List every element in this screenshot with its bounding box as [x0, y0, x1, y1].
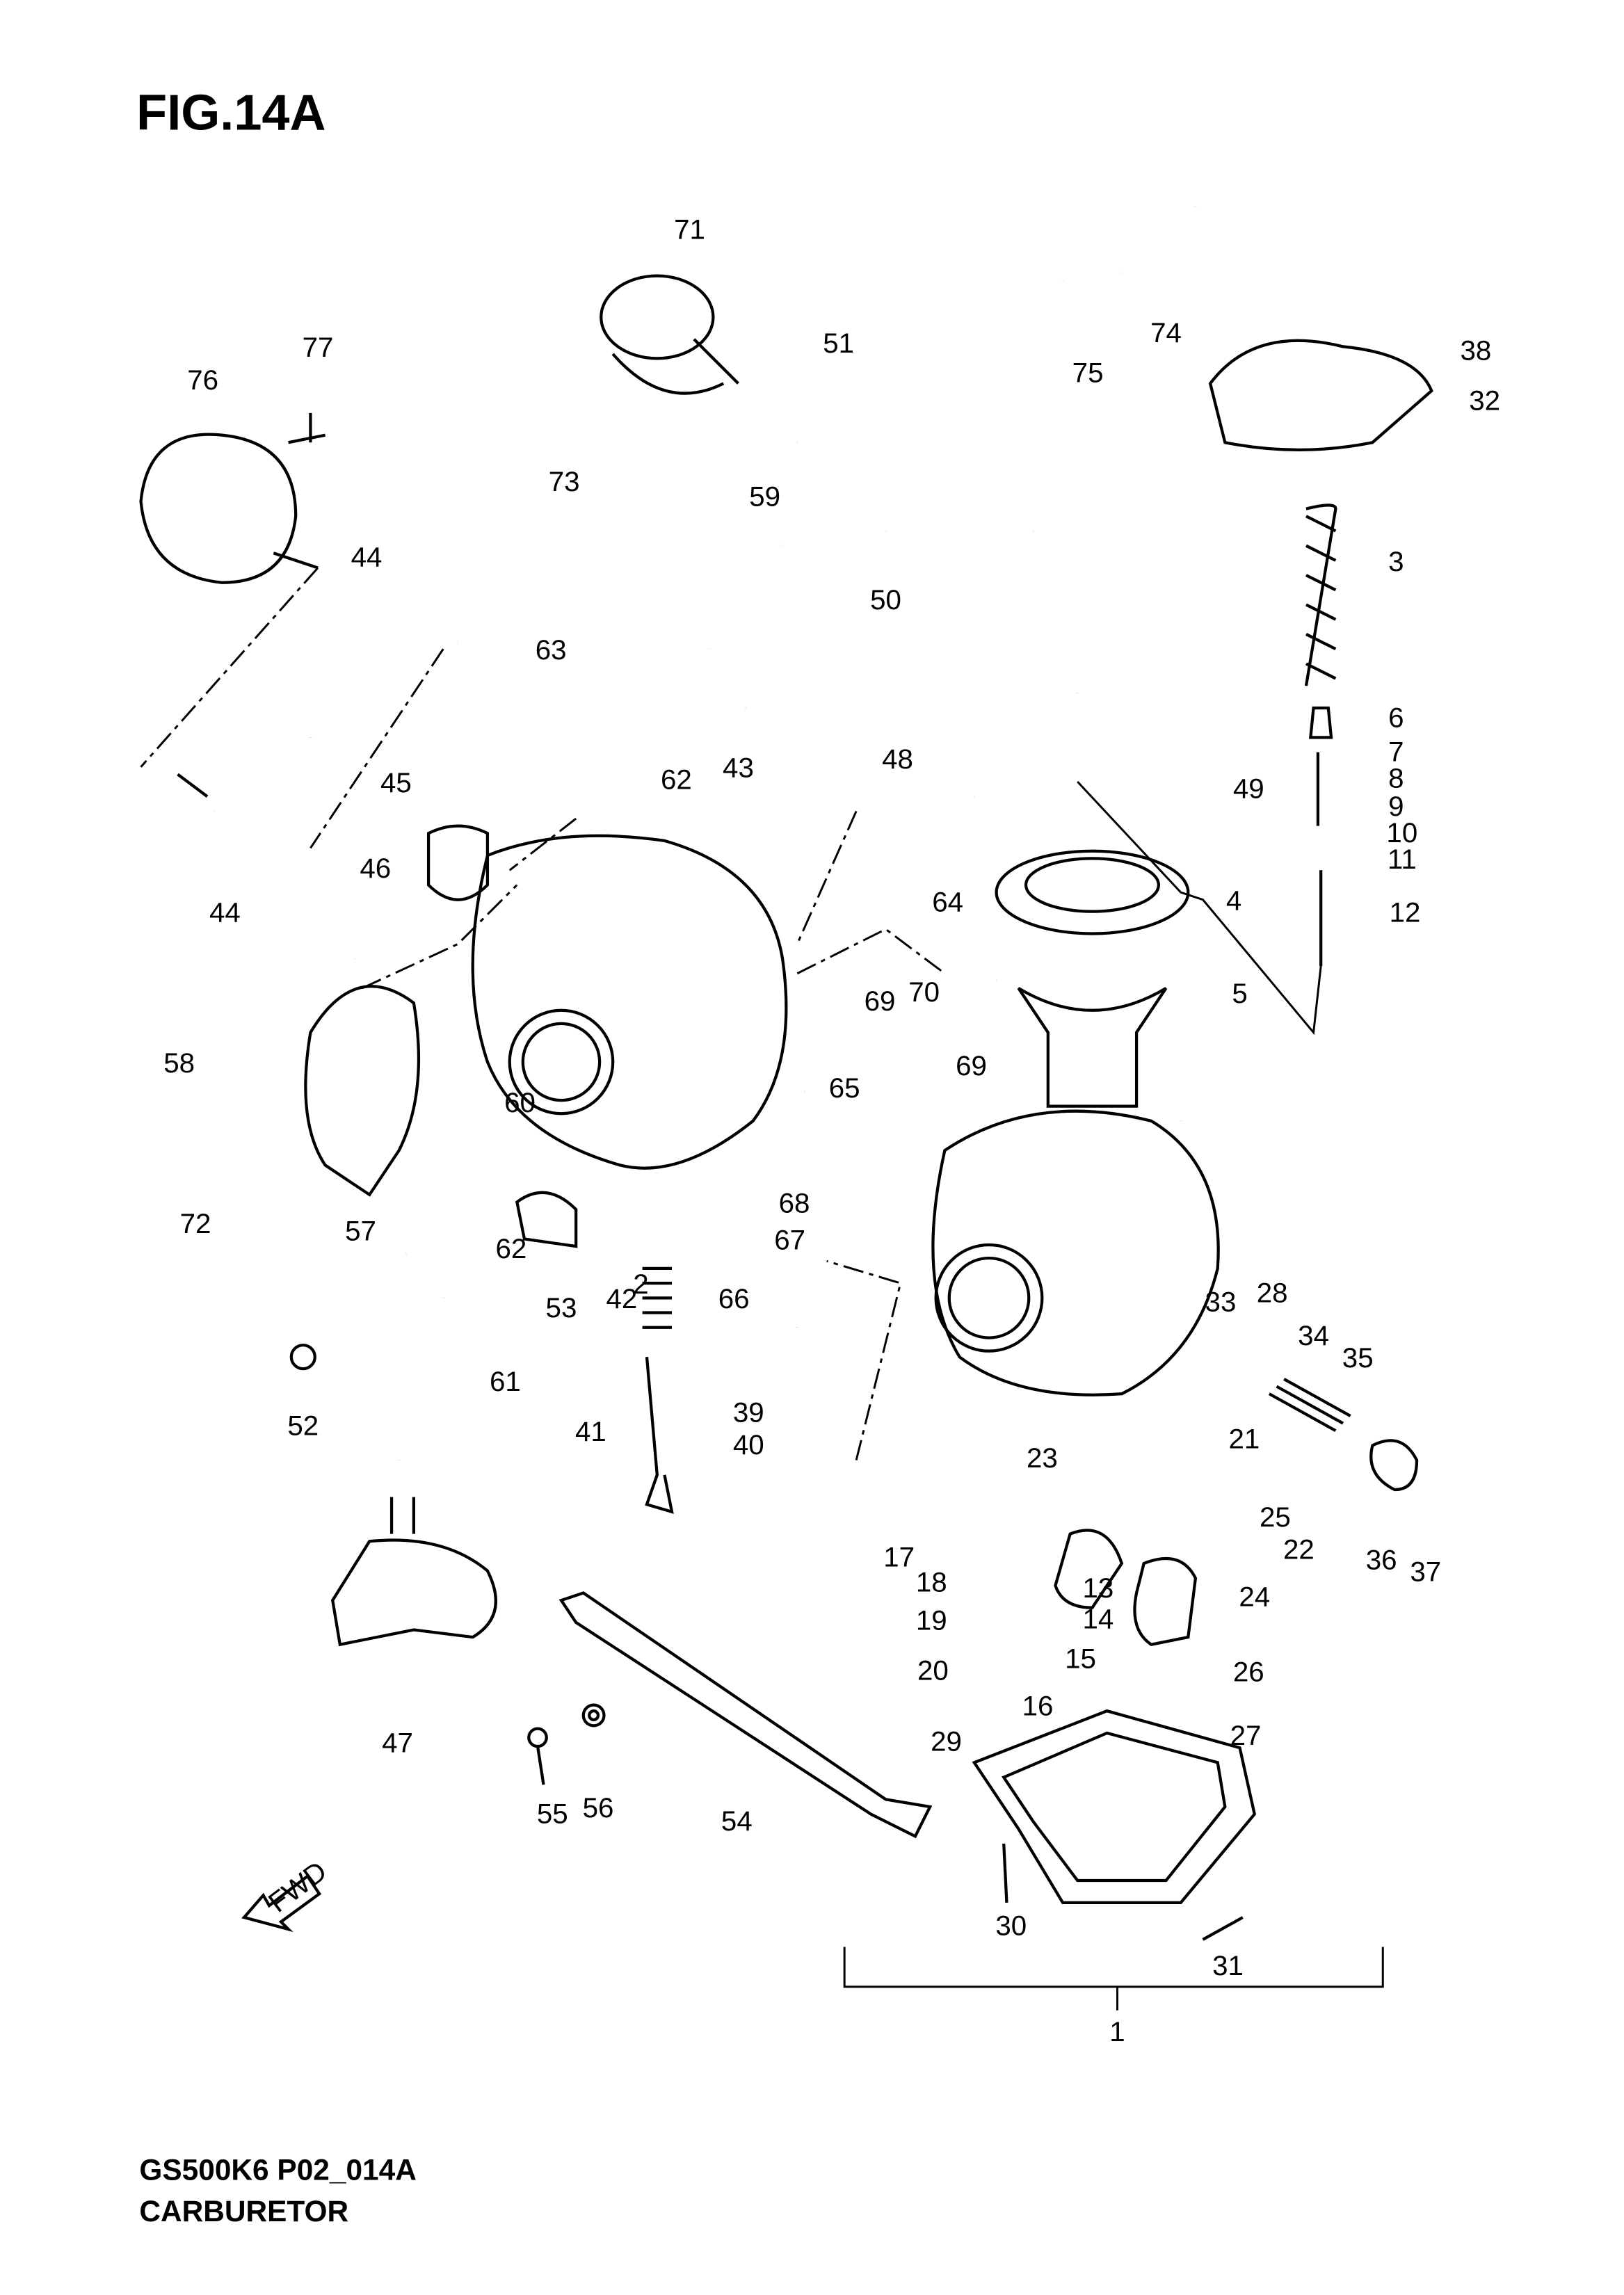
callout-51: 51: [823, 328, 854, 359]
callout-5: 5: [1232, 978, 1247, 1009]
callout-69: 69: [865, 985, 896, 1017]
callout-53: 53: [546, 1292, 577, 1323]
callout-60: 60: [504, 1087, 536, 1118]
callout-65: 65: [829, 1072, 860, 1104]
callout-67: 67: [774, 1224, 805, 1255]
callout-76: 76: [187, 364, 218, 396]
callout-14: 14: [1083, 1603, 1114, 1634]
part-drawings: [139, 204, 1433, 2011]
callout-68: 68: [779, 1187, 810, 1218]
callout-45: 45: [380, 767, 412, 798]
fwd-arrow-icon: FWD: [241, 1855, 332, 1933]
callout-63: 63: [536, 634, 567, 666]
callout-59: 59: [749, 481, 780, 512]
callout-47: 47: [382, 1728, 413, 1759]
callout-13: 13: [1083, 1572, 1114, 1604]
callout-20: 20: [917, 1655, 949, 1686]
callout-32: 32: [1469, 385, 1500, 417]
callout-57: 57: [345, 1216, 376, 1247]
callout-11: 11: [1388, 844, 1417, 875]
callout-28: 28: [1257, 1278, 1288, 1309]
callout-15: 15: [1065, 1643, 1096, 1675]
callout-31: 31: [1212, 1950, 1244, 1981]
callout-23: 23: [1027, 1442, 1058, 1474]
callout-74: 74: [1150, 317, 1182, 348]
callout-69: 69: [956, 1050, 987, 1081]
callout-75: 75: [1072, 357, 1104, 388]
callout-9: 9: [1388, 791, 1404, 822]
callout-6: 6: [1388, 702, 1404, 734]
callout-7: 7: [1388, 736, 1404, 767]
callout-77: 77: [303, 332, 334, 363]
callout-8: 8: [1388, 763, 1404, 794]
model-code: GS500K6 P02_014A: [139, 2154, 416, 2187]
callout-62: 62: [495, 1233, 526, 1264]
callout-71: 71: [674, 214, 705, 245]
callout-12: 12: [1390, 897, 1421, 928]
callout-22: 22: [1283, 1534, 1315, 1565]
callout-43: 43: [723, 752, 754, 784]
callout-72: 72: [180, 1208, 211, 1239]
callout-19: 19: [916, 1605, 947, 1636]
callout-39: 39: [733, 1396, 764, 1428]
callout-55: 55: [537, 1798, 568, 1829]
diagram-caption: CARBURETOR: [139, 2195, 348, 2228]
callout-49: 49: [1233, 773, 1264, 804]
callout-36: 36: [1366, 1545, 1397, 1576]
callout-44: 44: [209, 897, 241, 928]
callout-52: 52: [287, 1410, 319, 1442]
callout-58: 58: [163, 1047, 195, 1079]
callout-1: 1: [1109, 2016, 1125, 2047]
callout-62: 62: [661, 764, 692, 796]
callout-30: 30: [995, 1910, 1027, 1942]
callout-44: 44: [351, 541, 383, 572]
callout-26: 26: [1233, 1657, 1264, 1688]
figure-title: FIG.14A: [136, 86, 325, 141]
callout-18: 18: [916, 1566, 947, 1597]
callout-3: 3: [1388, 546, 1404, 577]
callout-48: 48: [882, 743, 913, 775]
callout-41: 41: [575, 1416, 606, 1447]
callout-4: 4: [1226, 885, 1241, 917]
callout-34: 34: [1298, 1320, 1329, 1351]
callout-16: 16: [1022, 1691, 1054, 1722]
callout-29: 29: [931, 1725, 962, 1757]
callout-37: 37: [1410, 1556, 1441, 1588]
callout-35: 35: [1342, 1342, 1374, 1374]
callout-64: 64: [932, 887, 963, 918]
callout-61: 61: [490, 1366, 521, 1397]
callout-46: 46: [360, 853, 391, 884]
callout-38: 38: [1460, 335, 1491, 366]
callout-40: 40: [733, 1429, 764, 1460]
callout-70: 70: [908, 976, 940, 1008]
callout-66: 66: [718, 1283, 750, 1314]
callout-17: 17: [883, 1541, 915, 1572]
callout-42: 42: [606, 1283, 638, 1314]
callout-54: 54: [721, 1805, 753, 1837]
callout-73: 73: [549, 466, 580, 497]
callout-24: 24: [1239, 1581, 1270, 1613]
callout-25: 25: [1260, 1501, 1291, 1533]
callout-10: 10: [1386, 817, 1417, 848]
callout-21: 21: [1228, 1424, 1260, 1455]
callout-27: 27: [1230, 1720, 1262, 1751]
callout-56: 56: [583, 1792, 614, 1823]
callout-33: 33: [1205, 1286, 1237, 1317]
callout-50: 50: [870, 584, 901, 615]
callout-2: 2: [633, 1269, 648, 1300]
